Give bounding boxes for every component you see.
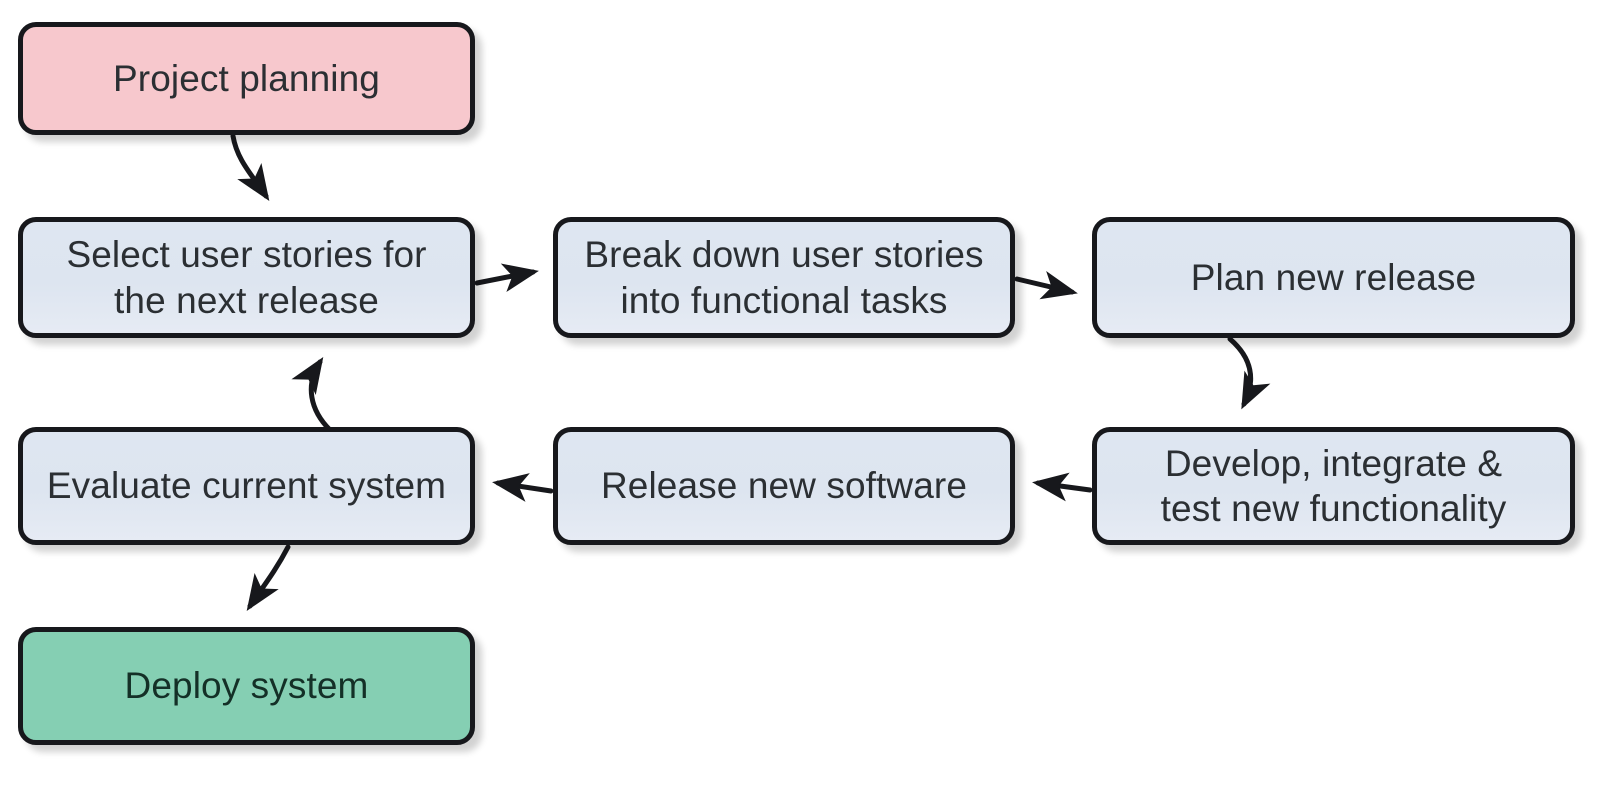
- node-break-down-user-stories[interactable]: Break down user stories into functional …: [553, 217, 1015, 338]
- node-label: Develop, integrate & test new functional…: [1160, 442, 1507, 529]
- node-label: Plan new release: [1190, 256, 1477, 298]
- node-label: Break down user stories into functional …: [584, 234, 984, 321]
- node-develop-integrate-test[interactable]: Develop, integrate & test new functional…: [1092, 427, 1575, 545]
- node-label: Deploy system: [124, 665, 369, 707]
- node-label: Select user stories for the next release: [66, 234, 427, 321]
- edge-evaluate-current-system-to-select-user-stories: [291, 356, 333, 433]
- edge-release-new-software-to-evaluate-current-system: [492, 473, 554, 502]
- node-label: Evaluate current system: [46, 465, 447, 507]
- node-project-planning[interactable]: Project planning: [18, 22, 475, 135]
- edge-develop-integrate-test-to-release-new-software: [1032, 472, 1093, 502]
- node-plan-new-release[interactable]: Plan new release: [1092, 217, 1575, 338]
- node-label: Project planning: [113, 57, 380, 99]
- node-label: Release new software: [600, 465, 968, 507]
- edge-project-planning-to-select-user-stories: [230, 133, 270, 201]
- edge-evaluate-current-system-to-deploy-system: [246, 544, 291, 611]
- node-deploy-system[interactable]: Deploy system: [18, 627, 475, 745]
- node-select-user-stories[interactable]: Select user stories for the next release: [18, 217, 475, 338]
- edge-select-user-stories-to-break-down-user-stories: [474, 263, 539, 293]
- edge-break-down-user-stories-to-plan-new-release: [1014, 270, 1078, 300]
- node-release-new-software[interactable]: Release new software: [553, 427, 1015, 545]
- edge-plan-new-release-to-develop-integrate-test: [1227, 336, 1271, 410]
- node-evaluate-current-system[interactable]: Evaluate current system: [18, 427, 475, 545]
